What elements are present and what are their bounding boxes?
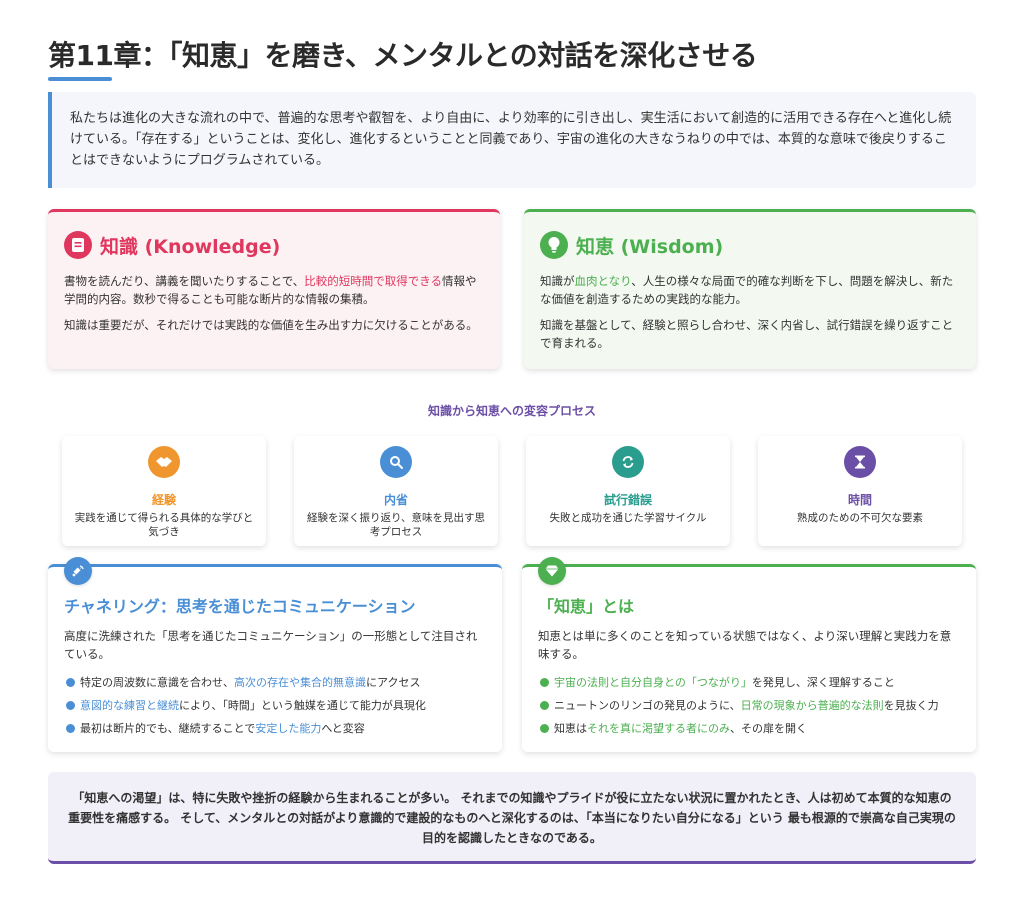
wisdom-card-header: 知恵 (Wisdom) [540,230,960,260]
step-name: 時間 [847,493,872,507]
wisdom-definition-title: 「知恵」とは [538,597,635,616]
step-description: 実践を通じて得られる具体的な学びと気づき [74,512,254,538]
wisdom-bullets: 宇宙の法則と自分自身との「つながり」を発見し、深く理解すること ニュートンのリン… [538,671,960,740]
page-title: 第11章：「知恵」を磨き、メンタルとの対話を深化させる [48,39,758,72]
wisdom-title: 知恵 (Wisdom) [576,235,724,258]
knowledge-card: 知識 (Knowledge) 書物を読んだり、講義を聞いたりすることで、比較的短… [48,209,500,369]
book-icon [64,231,92,259]
closing-quote: 「知恵への渇望」は、特に失敗や挫折の経験から生まれることが多い。 それまでの知識… [48,772,976,864]
list-item: 最初は断片的でも、継続することで安定した能力へと変容 [64,717,486,740]
channeling-title: チャネリング：思考を通じたコミュニケーション [64,597,416,616]
step-time: 時間 熟成のための不可欠な要素 [758,436,962,546]
knowledge-paragraph-2: 知識は重要だが、それだけでは実践的な価値を生み出す力に欠けることがある。 [64,318,478,332]
knowledge-highlight: 比較的短時間で取得できる [304,274,443,288]
title-underline [48,77,112,81]
list-item: 意図的な練習と継続により、「時間」という触媒を通じて能力が具現化 [64,694,486,717]
step-name: 試行錯誤 [603,493,652,507]
wisdom-definition-panel: 「知恵」とは 知恵とは単に多くのことを知っている状態ではなく、より深い理解と実践… [522,557,976,752]
step-description: 失敗と成功を通じた学習サイクル [549,512,707,524]
satellite-icon [64,557,92,585]
knowledge-card-header: 知識 (Knowledge) [64,230,484,260]
list-item: ニュートンのリンゴの発見のように、日常の現象から普遍的な法則を見抜く力 [538,694,960,717]
knowledge-title: 知識 (Knowledge) [100,235,281,258]
list-item: 知恵はそれを真に渇望する者にのみ、その扉を開く [538,717,960,740]
list-item: 特定の周波数に意識を合わせ、高次の存在や集合的無意識にアクセス [64,671,486,694]
lightbulb-icon [540,231,568,259]
intro-block: 私たちは進化の大きな流れの中で、普遍的な思考や叡智を、より自由に、より効率的に引… [48,92,976,188]
handshake-icon [148,446,180,478]
gem-icon [538,557,566,585]
step-name: 内省 [383,493,408,507]
channeling-panel: チャネリング：思考を通じたコミュニケーション 高度に洗練された「思考を通じたコミ… [48,557,502,752]
list-item: 宇宙の法則と自分自身との「つながり」を発見し、深く理解すること [538,671,960,694]
wisdom-paragraph-1: 知識が血肉となり、人生の様々な局面で的確な判断を下し、問題を解決し、新たな価値を… [540,274,954,306]
wisdom-definition-intro: 知恵とは単に多くのことを知っている状態ではなく、より深い理解と実践力を意味する。 [538,629,952,661]
wisdom-card: 知恵 (Wisdom) 知識が血肉となり、人生の様々な局面で的確な判断を下し、問… [524,209,976,369]
wisdom-paragraph-2: 知識を基盤として、経験と照らし合わせ、深く内省し、試行錯誤を繰り返すことで育まれ… [540,318,954,350]
knowledge-paragraph-1: 書物を読んだり、講義を聞いたりすることで、比較的短時間で取得できる情報や学問的内… [64,274,477,306]
process-title: 知識から知恵への変容プロセス [427,404,596,418]
channeling-intro: 高度に洗練された「思考を通じたコミュニケーション」の一形態として注目されている。 [64,629,478,661]
sync-icon [612,446,644,478]
step-experience: 経験 実践を通じて得られる具体的な学びと気づき [62,436,266,546]
step-description: 経験を深く振り返り、意味を見出す思考プロセス [306,512,486,538]
hourglass-icon [844,446,876,478]
step-description: 熟成のための不可欠な要素 [797,512,923,524]
step-trial-and-error: 試行錯誤 失敗と成功を通じた学習サイクル [526,436,730,546]
step-name: 経験 [151,493,176,507]
search-icon [380,446,412,478]
wisdom-highlight: 血肉となり [574,274,632,288]
channeling-bullets: 特定の周波数に意識を合わせ、高次の存在や集合的無意識にアクセス 意図的な練習と継… [64,671,486,740]
step-reflection: 内省 経験を深く振り返り、意味を見出す思考プロセス [294,436,498,546]
